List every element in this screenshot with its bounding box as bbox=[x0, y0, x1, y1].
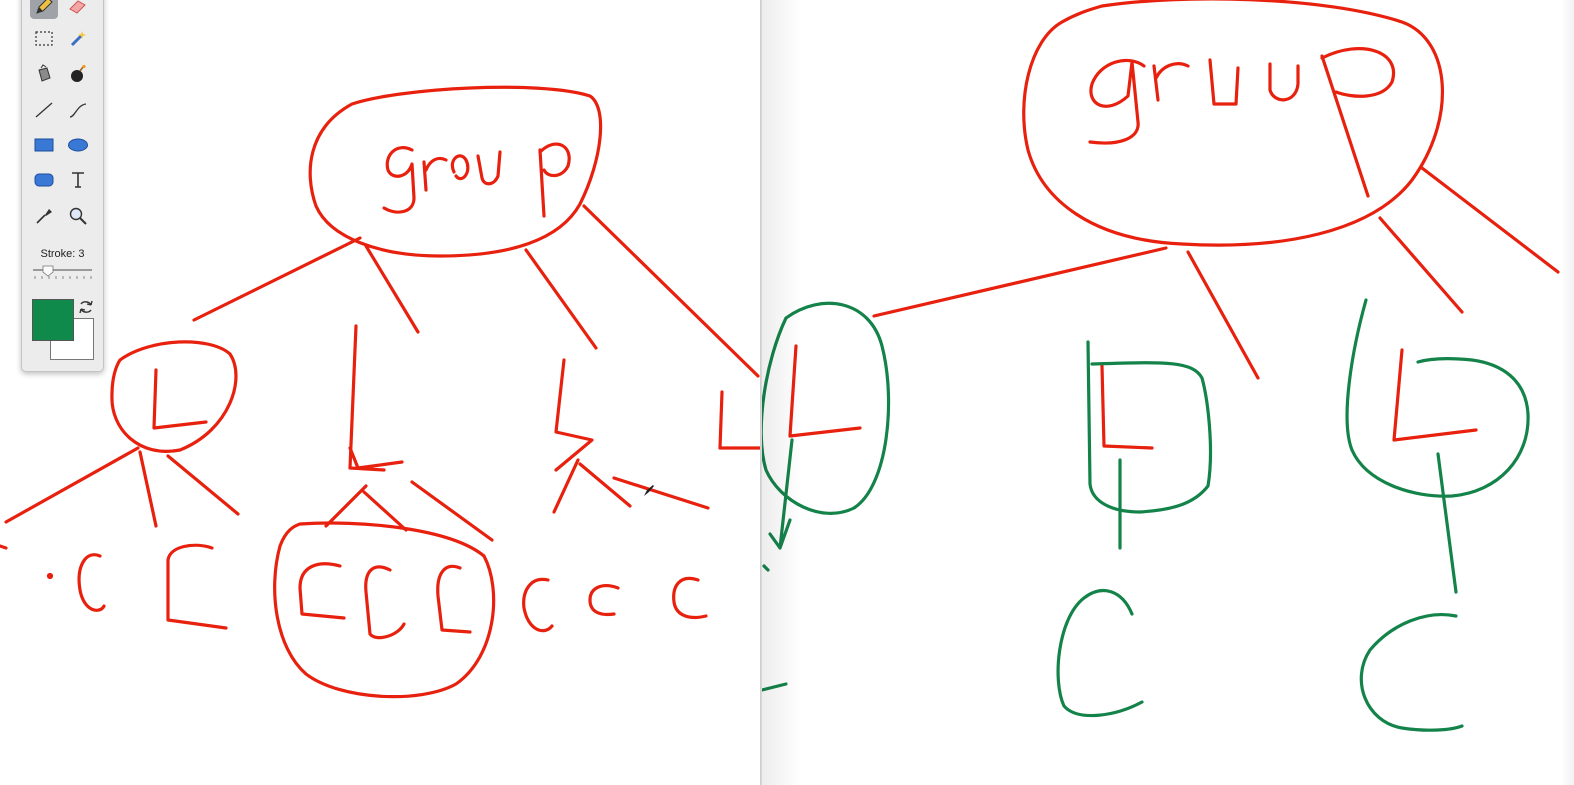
bomb-tool-button[interactable] bbox=[64, 61, 92, 87]
stroke-slider[interactable] bbox=[31, 265, 94, 281]
magic-wand-tool-button[interactable] bbox=[64, 26, 92, 52]
text-tool-button[interactable] bbox=[64, 167, 92, 193]
rounded-rect-icon bbox=[34, 173, 54, 187]
paint-bucket-icon bbox=[38, 64, 51, 82]
rounded-rect-tool-button[interactable] bbox=[30, 167, 58, 193]
group-ellipse-left bbox=[308, 85, 603, 258]
left-sketch bbox=[0, 85, 762, 699]
foreground-color-swatch[interactable] bbox=[32, 299, 74, 341]
eyedropper-icon bbox=[36, 209, 52, 224]
ellipse-icon bbox=[68, 138, 88, 152]
tool-palette: Stroke: 3 bbox=[21, 0, 104, 372]
right-sketch bbox=[762, 0, 1560, 732]
line-tool-button[interactable] bbox=[30, 97, 58, 123]
group-ellipse-right bbox=[1022, 0, 1445, 247]
split-divider[interactable] bbox=[760, 0, 763, 785]
eyedropper-tool-button[interactable] bbox=[30, 203, 58, 229]
stroke-slider-thumb bbox=[42, 265, 54, 277]
swap-colors-icon[interactable] bbox=[78, 299, 94, 315]
rectangle-tool-button[interactable] bbox=[30, 132, 58, 158]
eraser-icon bbox=[69, 0, 86, 14]
text-tool-icon bbox=[72, 172, 84, 188]
bomb-icon bbox=[71, 64, 86, 82]
pencil-icon bbox=[36, 0, 53, 14]
group-word-right bbox=[1088, 47, 1396, 198]
eraser-tool-button[interactable] bbox=[64, 0, 92, 19]
paint-bucket-tool-button[interactable] bbox=[30, 61, 58, 87]
left-drawing-canvas[interactable]: Stroke: 3 bbox=[0, 0, 762, 785]
magic-wand-icon bbox=[70, 31, 86, 47]
group-word-left bbox=[382, 142, 571, 218]
curve-tool-button[interactable] bbox=[64, 97, 92, 123]
line-icon bbox=[35, 102, 53, 118]
rect-select-tool-button[interactable] bbox=[30, 26, 58, 52]
curve-icon bbox=[69, 103, 87, 118]
right-drawing-canvas[interactable] bbox=[762, 0, 1574, 785]
pencil-tool-button[interactable] bbox=[30, 0, 58, 19]
zoom-icon bbox=[69, 207, 87, 225]
rect-select-icon bbox=[35, 31, 53, 46]
pointer-cursor-icon bbox=[644, 485, 654, 496]
zoom-tool-button[interactable] bbox=[64, 203, 92, 229]
rectangle-icon bbox=[34, 138, 54, 152]
ellipse-tool-button[interactable] bbox=[64, 132, 92, 158]
stroke-label: Stroke: 3 bbox=[40, 248, 85, 260]
